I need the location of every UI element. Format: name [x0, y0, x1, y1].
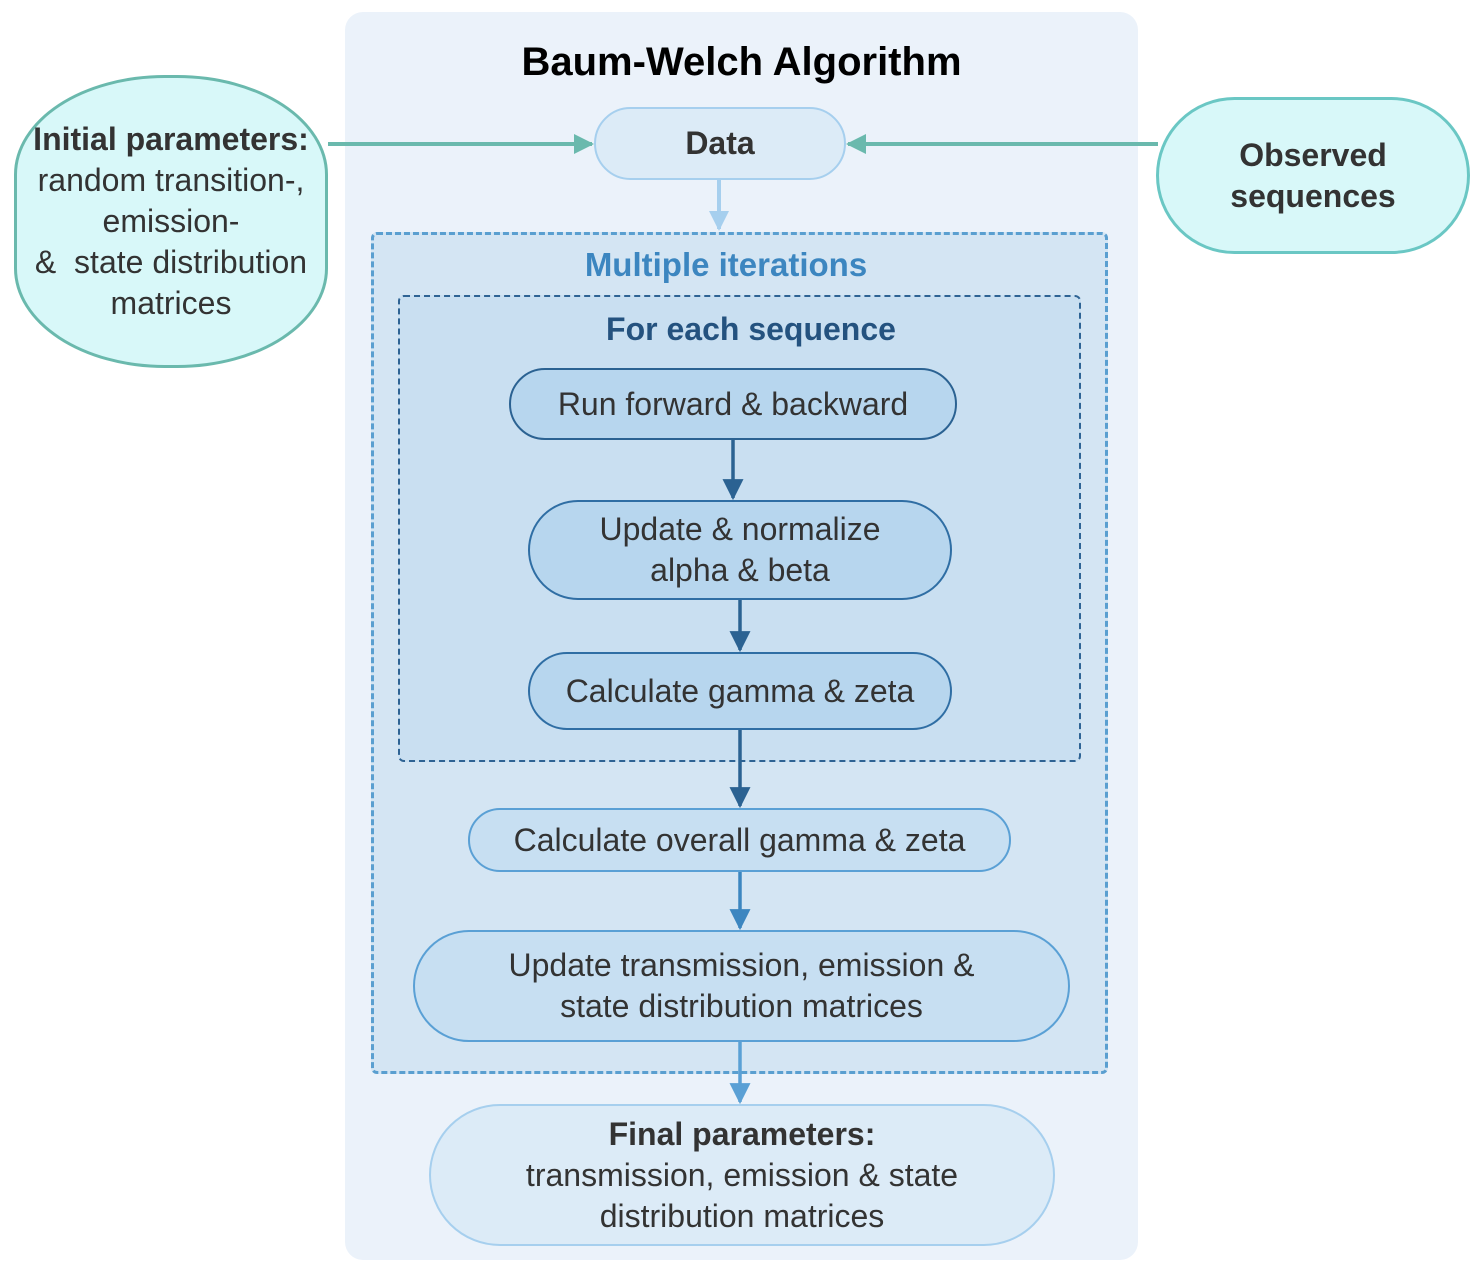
observed-sequences-node: Observed sequences	[1156, 97, 1470, 254]
data-node: Data	[594, 107, 846, 180]
update-matrices-node: Update transmission, emission & state di…	[413, 930, 1070, 1042]
run-label: Run forward & backward	[557, 385, 909, 422]
initial-line-3: & state distribution	[34, 244, 308, 280]
observed-line-2: sequences	[1230, 177, 1396, 214]
update-matrices-line-1: Update transmission, emission &	[508, 947, 975, 983]
initial-parameters-node: Initial parameters: random transition-, …	[14, 75, 328, 368]
overall-label: Calculate overall gamma & zeta	[513, 821, 966, 858]
iterations-label: Multiple iterations	[584, 246, 868, 283]
diagram-title: Baum-Welch Algorithm	[521, 40, 962, 84]
observed-line-1: Observed	[1239, 136, 1387, 173]
update-ab-line-2: alpha & beta	[650, 552, 830, 588]
data-label: Data	[685, 125, 755, 161]
calculate-overall-node: Calculate overall gamma & zeta	[468, 808, 1011, 872]
final-line-2: distribution matrices	[599, 1197, 885, 1234]
update-ab-line-1: Update & normalize	[599, 511, 881, 547]
update-matrices-line-2: state distribution matrices	[560, 988, 923, 1024]
update-alpha-beta-node: Update & normalize alpha & beta	[528, 500, 952, 600]
final-heading: Final parameters:	[608, 1115, 876, 1152]
final-parameters-node: Final parameters: transmission, emission…	[429, 1104, 1055, 1246]
final-line-1: transmission, emission & state	[525, 1156, 959, 1193]
run-forward-backward-node: Run forward & backward	[509, 368, 957, 440]
initial-line-2: emission-	[102, 203, 240, 239]
initial-line-4: matrices	[110, 285, 232, 321]
calculate-gamma-zeta-node: Calculate gamma & zeta	[528, 652, 952, 730]
initial-line-1: random transition-,	[37, 162, 305, 198]
gamma-label: Calculate gamma & zeta	[565, 672, 915, 709]
initial-heading: Initial parameters:	[33, 121, 309, 157]
each-sequence-label: For each sequence	[606, 311, 896, 347]
